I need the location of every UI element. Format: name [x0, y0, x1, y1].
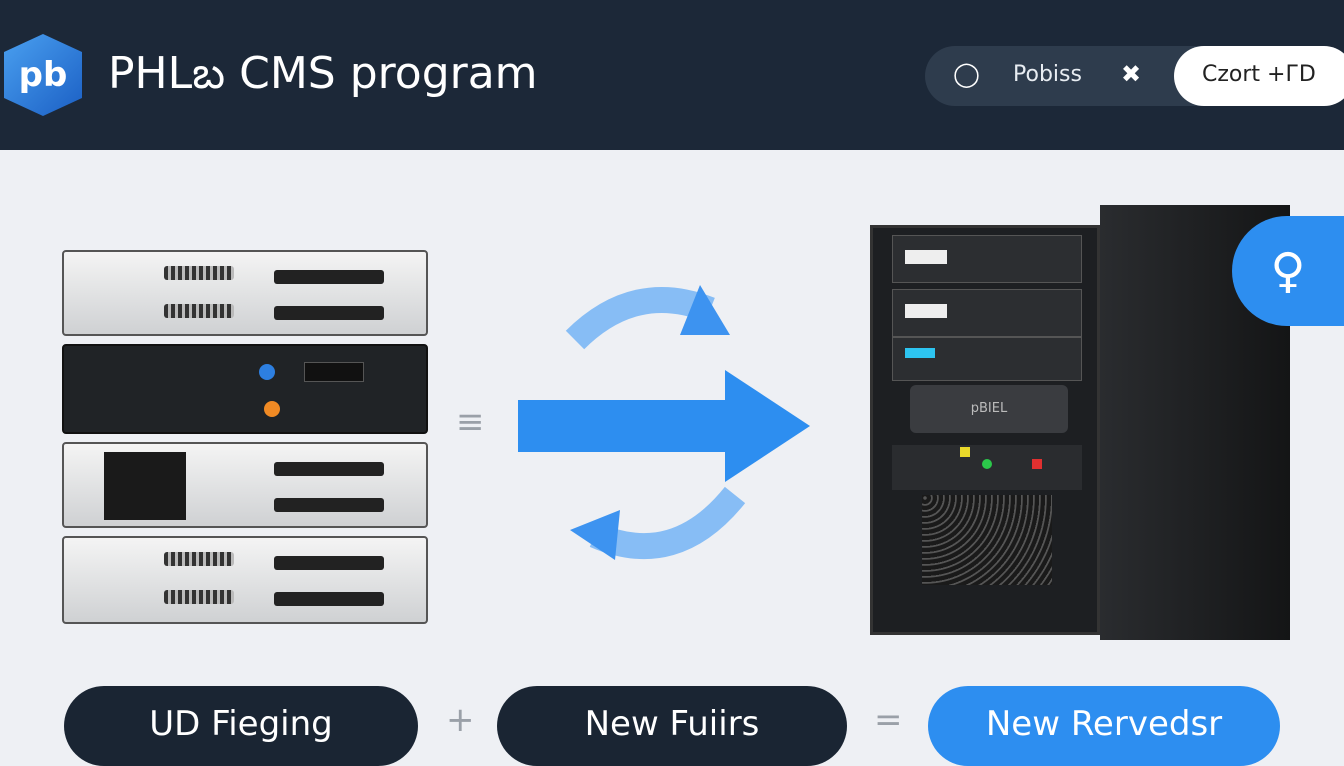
tools-icon[interactable]: ✖	[1121, 60, 1142, 88]
user-icon[interactable]: ♀	[1232, 216, 1344, 326]
main-arrow-head	[725, 370, 810, 482]
server-unit	[62, 344, 428, 434]
main-arrow-shaft	[518, 400, 728, 452]
tower-label: pBІEL	[910, 385, 1068, 433]
new-fuiirs-pill: New Fuiirs	[497, 686, 847, 766]
new-server-tower: pBІEL	[870, 205, 1290, 640]
server-unit	[62, 536, 428, 624]
header: pb PHLబ CMS program ◯ Pobiss ✖ Czort +ГD	[0, 0, 1344, 150]
equals-sign: =	[874, 700, 903, 740]
plus-sign: +	[446, 700, 475, 740]
ud-fieging-pill: UD Fieging	[64, 686, 418, 766]
server-unit	[62, 442, 428, 528]
app-title: PHLబ CMS program	[108, 48, 538, 99]
create-button[interactable]: Czort +ГD	[1174, 46, 1344, 106]
cycle-arrow-top-head	[680, 285, 730, 335]
logo: pb	[4, 34, 82, 116]
equals-sign-left: ≡	[456, 402, 485, 442]
server-unit	[62, 250, 428, 336]
search-icon[interactable]: ◯	[953, 60, 980, 88]
migration-arrows	[518, 285, 810, 560]
cycle-arrow-bottom-head	[570, 510, 620, 560]
publish-button[interactable]: Pobiss	[1013, 62, 1082, 87]
new-rervedsr-pill: New Rervedsr	[928, 686, 1280, 766]
